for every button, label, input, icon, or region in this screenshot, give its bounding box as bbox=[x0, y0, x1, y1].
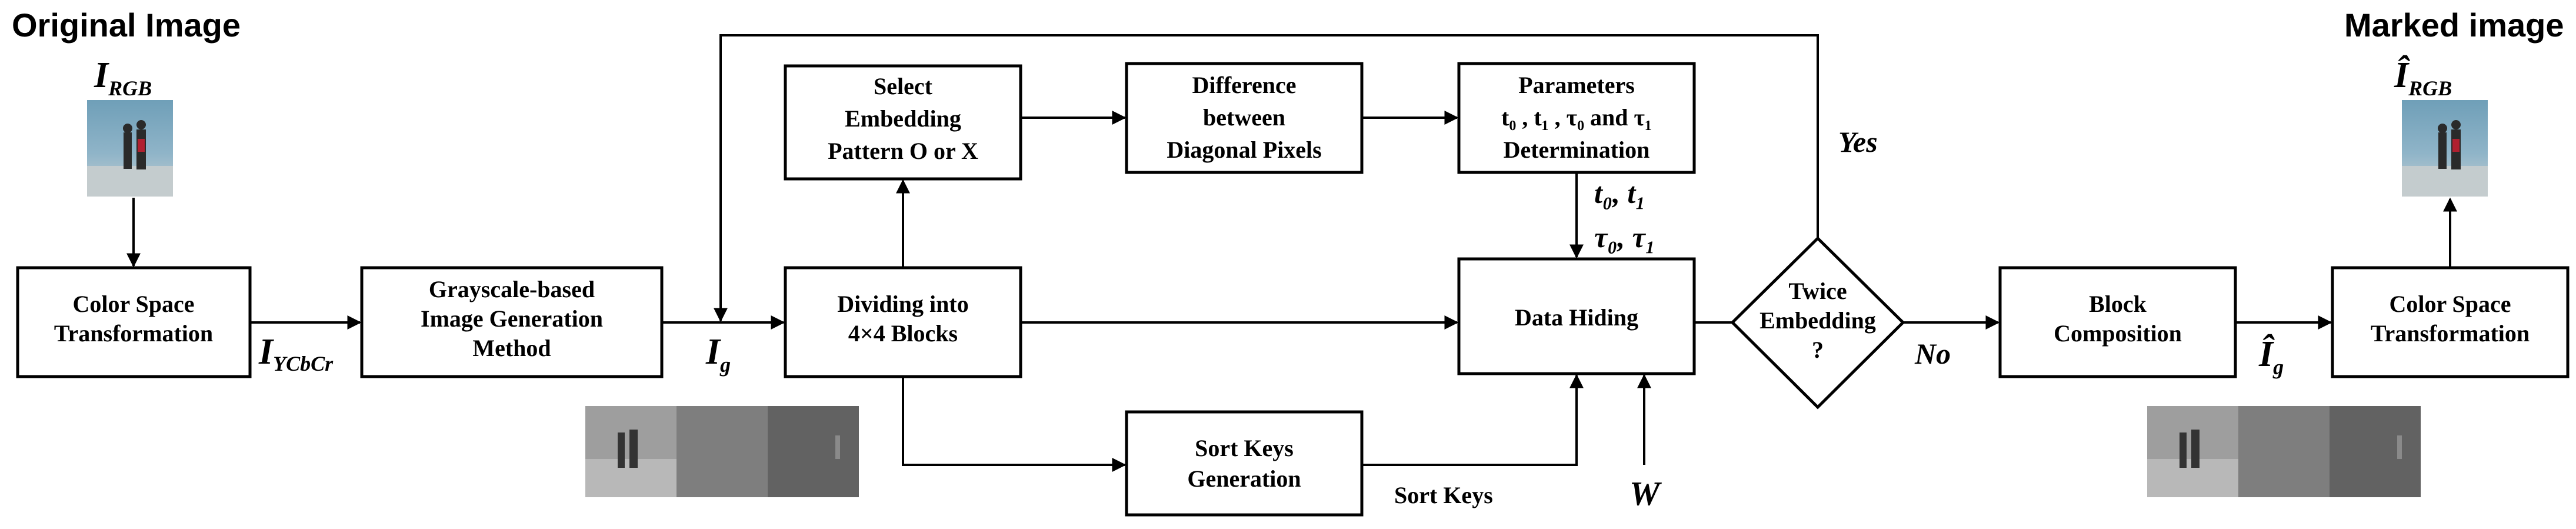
yes-label: Yes bbox=[1838, 125, 1878, 158]
i-g-hat-label: Îg bbox=[2258, 334, 2284, 379]
w-label: W bbox=[1629, 474, 1662, 513]
grayscale-thumbnails-left bbox=[585, 406, 859, 497]
grayscale-thumbnails-right bbox=[2147, 406, 2421, 497]
i-g-label: Ig bbox=[705, 332, 731, 377]
original-thumbnail bbox=[87, 100, 173, 197]
sort-keys-label: Sort Keys bbox=[1394, 482, 1493, 508]
connectors bbox=[126, 34, 2457, 472]
svg-text:Data Hiding: Data Hiding bbox=[1515, 304, 1638, 331]
marked-image-heading: Marked image bbox=[2344, 6, 2564, 44]
params-label-t: t₀, t₁ bbox=[1594, 177, 1646, 209]
i-ycbcr-label: IYCbCr bbox=[258, 332, 334, 375]
params-label-tau: τ₀, τ₁ bbox=[1594, 221, 1655, 254]
i-rgb-hat-label: ÎRGB bbox=[2394, 55, 2452, 100]
no-label: No bbox=[1914, 337, 1951, 370]
data-hiding-box: Data Hiding bbox=[1457, 257, 1696, 375]
original-image-heading: Original Image bbox=[12, 6, 241, 44]
marked-thumbnail bbox=[2402, 100, 2488, 197]
i-rgb-label: IRGB bbox=[94, 55, 152, 100]
